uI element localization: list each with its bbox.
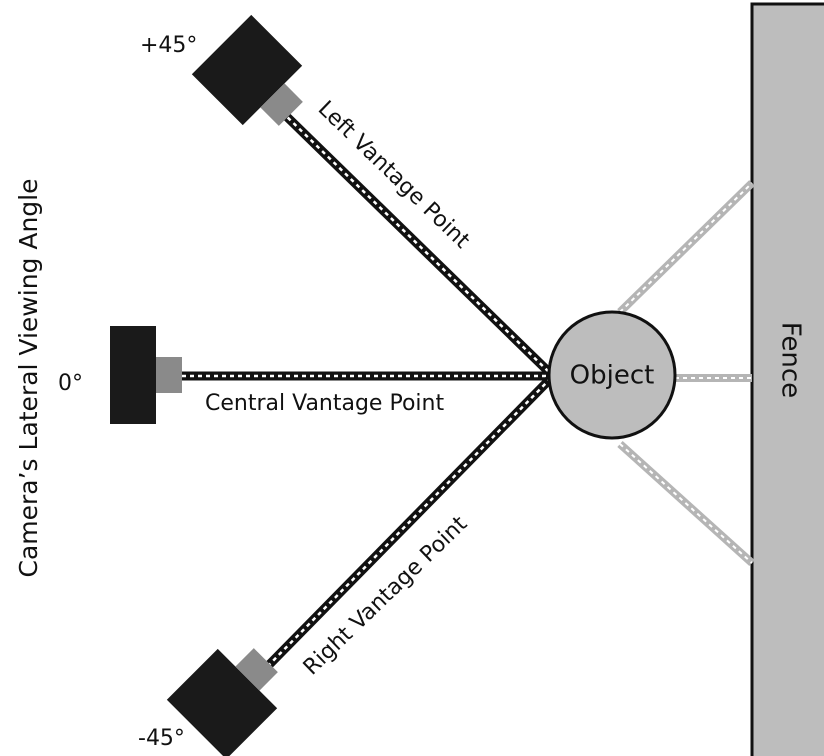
angle-label-plus-45: +45° [140, 33, 197, 58]
sight-lines [182, 108, 557, 676]
camera-plus-45-lens [260, 83, 303, 126]
angle-label-0: 0° [58, 371, 83, 396]
camera-minus-45 [166, 648, 278, 756]
camera-plus-45-body [191, 14, 303, 126]
camera-0-lens [156, 357, 182, 393]
reflection-lines [617, 180, 755, 566]
axis-title: Camera’s Lateral Viewing Angle [14, 178, 43, 577]
fence-label: Fence [776, 322, 806, 398]
camera-0 [110, 326, 182, 424]
left-vantage-point-label: Left Vantage Point [313, 96, 475, 253]
camera-minus-45-body [166, 648, 278, 756]
camera-0-body [110, 326, 156, 424]
camera-plus-45 [191, 14, 303, 126]
object-circle [547, 310, 677, 440]
fence [750, 2, 824, 756]
right-vantage-point-label: Right Vantage Point [299, 511, 473, 680]
angle-label-minus-45: -45° [138, 726, 185, 751]
camera-minus-45-lens [235, 648, 278, 691]
object-label: Object [570, 361, 655, 391]
central-vantage-point-label: Central Vantage Point [205, 391, 444, 416]
